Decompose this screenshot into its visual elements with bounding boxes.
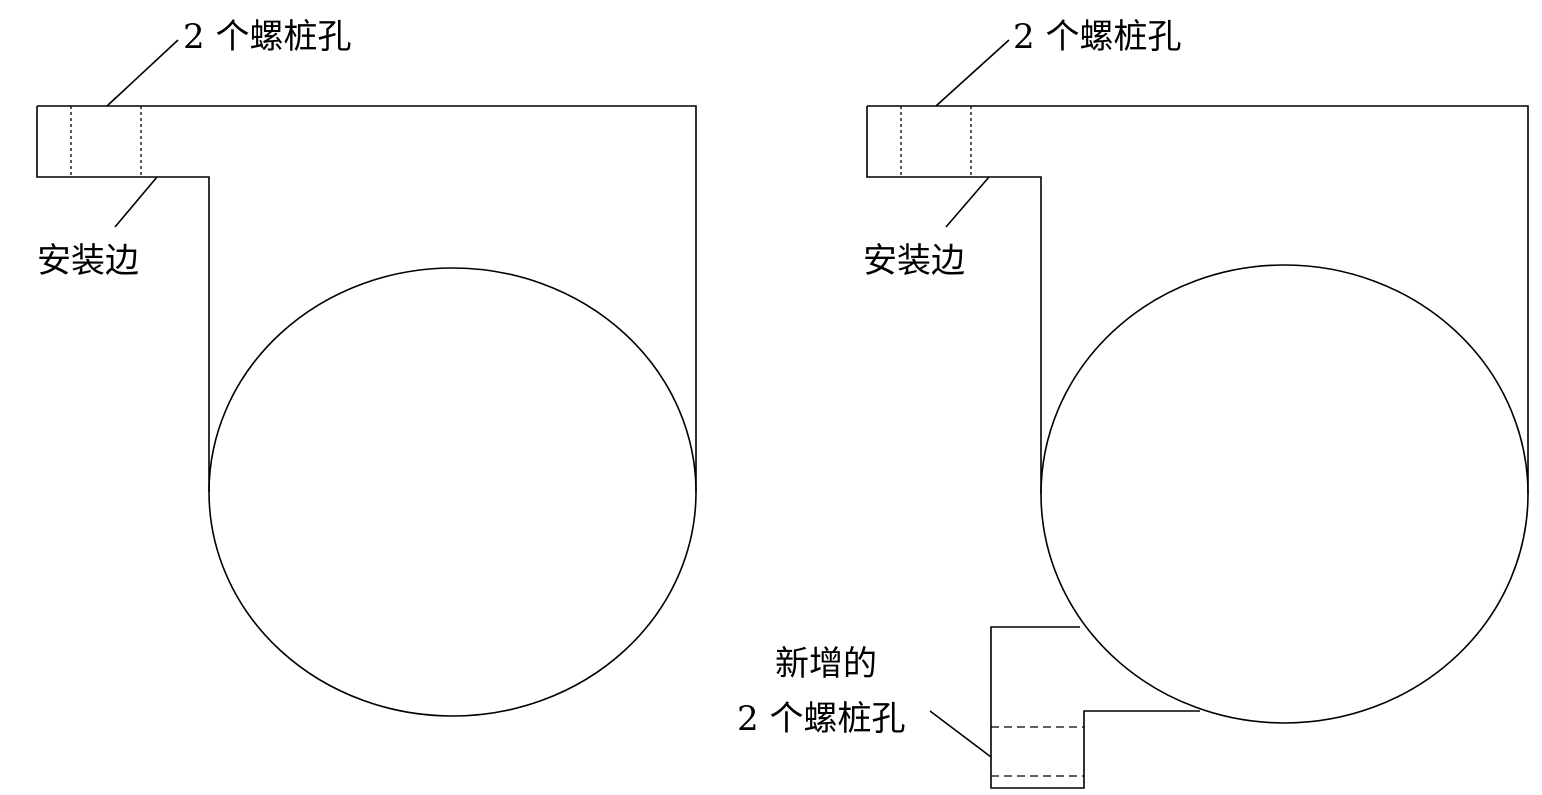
right-new-lower-bracket <box>990 626 1200 789</box>
right-mount-edge-leader <box>945 176 990 228</box>
left-circular-body <box>208 267 697 717</box>
right-holes-leader <box>935 39 1010 107</box>
left-view: 2 个螺桩孔 安装边 <box>36 17 697 717</box>
right-new-holes-label-line2: 2 个螺桩孔 <box>737 699 905 739</box>
right-new-holes-label-line1: 新增的 <box>775 644 877 684</box>
right-circular-body <box>1040 264 1529 724</box>
left-holes-leader <box>106 39 179 107</box>
left-mount-edge-leader <box>114 176 158 228</box>
left-holes-label: 2 个螺桩孔 <box>183 17 351 57</box>
right-holes-label: 2 个螺桩孔 <box>1013 17 1181 57</box>
right-bracket-outline <box>866 105 1529 494</box>
right-mount-edge-label: 安装边 <box>863 241 965 281</box>
right-new-holes-leader <box>929 710 992 758</box>
left-mount-edge-label: 安装边 <box>37 241 139 281</box>
right-view: 2 个螺桩孔 安装边 新增的 2 个螺桩孔 <box>737 17 1529 789</box>
left-bracket-outline <box>36 105 697 492</box>
